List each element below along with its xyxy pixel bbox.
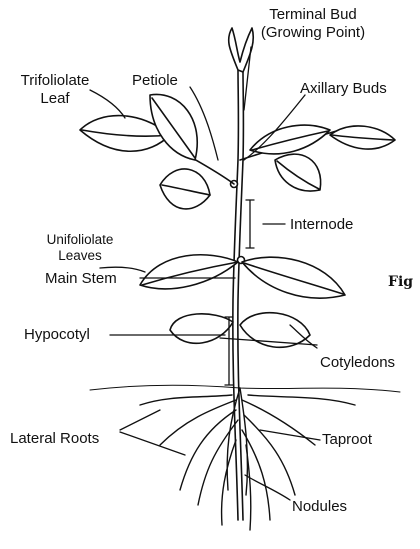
label-unifoliolate-line2: Leaves [25, 248, 135, 264]
label-taproot: Taproot [322, 431, 372, 449]
label-trifoliolate: Trifoliolate Leaf [5, 72, 105, 108]
label-unifoliolate: Unifoliolate Leaves [25, 232, 135, 264]
label-trifoliolate-line2: Leaf [5, 90, 105, 108]
label-terminal-bud-line2: (Growing Point) [238, 24, 388, 42]
label-petiole: Petiole [132, 72, 178, 90]
label-main-stem: Main Stem [45, 270, 117, 288]
label-cotyledons: Cotyledons [320, 354, 395, 372]
label-unifoliolate-line1: Unifoliolate [25, 232, 135, 248]
label-axillary-buds: Axillary Buds [300, 80, 387, 98]
unifoliolate-leaf-right [242, 257, 345, 298]
label-fig: Fig [388, 273, 413, 291]
soil-line [90, 385, 400, 392]
label-lateral-roots: Lateral Roots [10, 430, 99, 448]
label-internode: Internode [290, 216, 353, 234]
label-terminal-bud-line1: Terminal Bud [238, 6, 388, 24]
label-nodules: Nodules [292, 498, 347, 516]
label-hypocotyl: Hypocotyl [24, 326, 90, 344]
label-trifoliolate-line1: Trifoliolate [5, 72, 105, 90]
label-terminal-bud: Terminal Bud (Growing Point) [238, 6, 388, 42]
